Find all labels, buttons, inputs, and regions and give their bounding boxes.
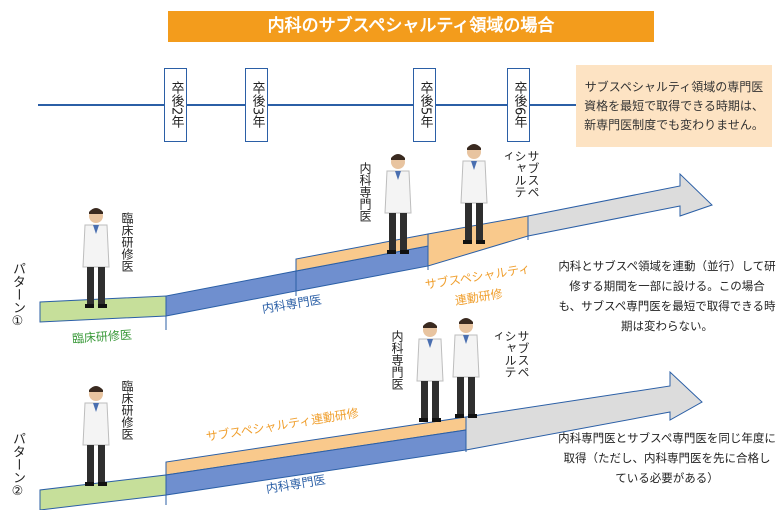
note-box: サブスペシャルティ領域の専門医資格を最短で取得できる時期は、新専門医制度でも変わ… — [576, 65, 772, 147]
year-marker-5: 卒後5年 — [413, 68, 436, 142]
p2-sub-label: サブスペシャルティ — [490, 330, 530, 378]
p2-sub-doctor — [452, 317, 480, 419]
p2-description: 内科専門医とサブスペ専門医を同じ年度に取得（ただし、内科専門医を先に合格している… — [558, 431, 776, 485]
p1-internal-label: 内科専門医 — [358, 162, 372, 222]
timeline-line — [38, 104, 583, 106]
pattern1-label: パターン① — [10, 262, 25, 329]
p2-internal-label: 内科専門医 — [390, 330, 404, 390]
p2-resident-label: 臨床研修医 — [120, 380, 134, 440]
p1-sub-label: サブスペシャルティ — [500, 150, 540, 198]
year-marker-6: 卒後6年 — [507, 68, 530, 142]
page-title: 内科のサブスペシャルティ領域の場合 — [168, 11, 654, 42]
year-marker-3: 卒後3年 — [245, 68, 268, 142]
p1-description: 内科とサブスペ領域を連動（並行）して研修する期間を一部に設ける。この場合も、サブ… — [558, 259, 776, 333]
p2-resident-doctor — [82, 385, 110, 487]
pattern2-label: パターン② — [10, 432, 25, 499]
pattern2-bars — [39, 370, 703, 510]
p1-arrow — [527, 172, 713, 237]
year-marker-2: 卒後2年 — [164, 68, 187, 142]
p2-internal-doctor — [416, 321, 444, 423]
p1-resident-doctor — [82, 207, 110, 309]
p2-arrow — [465, 370, 703, 451]
p1-resident-label: 臨床研修医 — [120, 212, 134, 272]
